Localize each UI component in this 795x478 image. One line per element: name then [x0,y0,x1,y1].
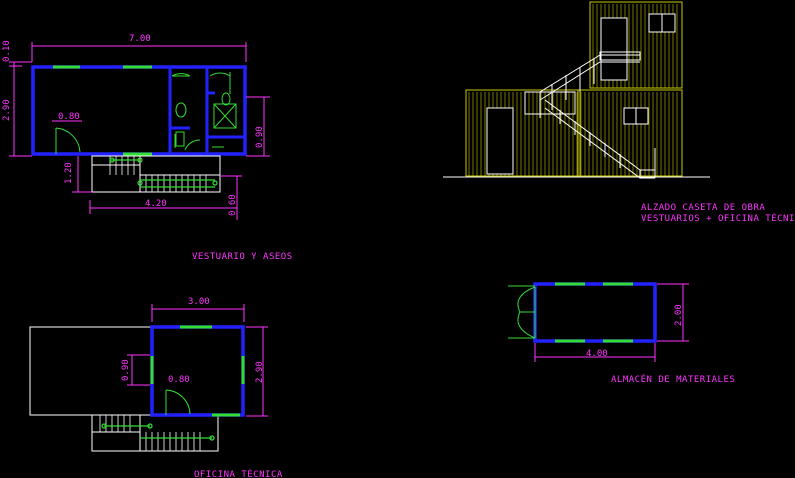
plan-vestuario: 7.00 0.10 2.90 [2,34,293,262]
dim-label-left: 2.90 [2,99,12,121]
elevation-openings [486,13,676,175]
plan-almacen: 2.00 4.00 ALMACÉN DE MATERIALES [508,282,735,385]
elevation-caseta: ALZADO CASETA DE OBRA VESTUARIOS + OFICI… [443,1,795,224]
dim-label-bottom: 4.20 [145,199,167,209]
upper-container [589,1,683,89]
almacen-wall [533,282,657,343]
dimension-top-7 [31,42,247,62]
plan-title-vestuario: VESTUARIO Y ASEOS [192,252,293,262]
office-door [165,389,191,415]
dimension-left-office [127,354,150,386]
adjacent-module-outline [29,326,219,452]
almacen-windows [555,282,633,343]
dim-label-right: 0.90 [255,126,265,148]
dim-label-right-office: 2.90 [255,361,265,383]
office-windows [150,325,245,417]
dim-label-stair-left: 1.20 [64,162,74,184]
dimension-almacen [534,283,689,362]
stair-treads [109,156,207,192]
dim-label-left-office: 0.90 [121,359,131,381]
office-stair-railing [101,423,215,441]
dim-label-bottom-almacen: 4.00 [586,349,608,359]
dimension-right [246,96,270,157]
dim-label-door-office: 0.80 [168,375,190,385]
elevation-title-line2: VESTUARIOS + OFICINA TÉCNICA [641,212,795,224]
doors-bathroom [171,72,231,151]
lower-container-left [465,89,581,177]
stair-railing [109,157,218,188]
plan-title-oficina: OFICINA TÉCNICA [194,468,283,478]
sanitary-fixtures [175,92,237,148]
dimension-right-office [246,326,268,417]
dim-label-stair-right: 0.60 [228,194,238,216]
dim-label-left-top: 0.10 [2,40,12,62]
elevation-stairs [524,51,656,179]
dimension-top-3 [151,304,245,322]
dimension-left [9,61,32,157]
door-main [55,127,81,154]
plan-oficina: 3.00 2.90 0.80 0.90 OFICINA TÉ [29,297,283,478]
lower-container-right [577,89,683,177]
almacen-double-door [508,285,536,339]
dim-label-top-office: 3.00 [188,297,210,307]
interior-partitions [168,67,245,154]
elevation-title-line1: ALZADO CASETA DE OBRA [641,203,765,213]
outer-wall [31,65,247,156]
office-stair-treads [99,415,201,451]
dimension-stair [72,156,242,220]
dim-label-top: 7.00 [129,34,151,44]
dim-label-right-almacen: 2.00 [674,304,684,326]
plan-title-almacen: ALMACÉN DE MATERIALES [611,373,735,385]
dim-label-door: 0.80 [58,112,80,122]
